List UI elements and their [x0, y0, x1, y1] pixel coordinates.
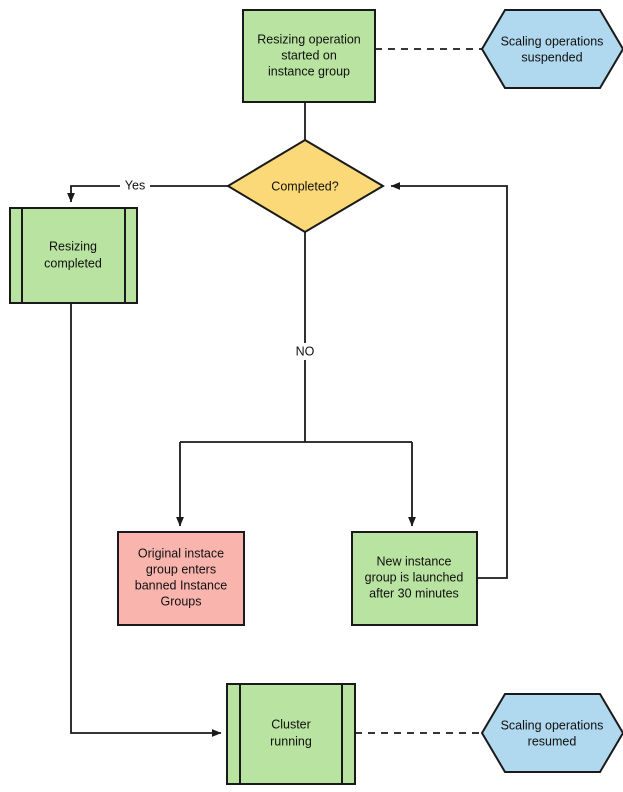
node-original-banned-line1: Original instace: [138, 546, 224, 560]
node-cluster-running-line2: running: [270, 734, 312, 748]
node-original-banned-line4: Groups: [161, 594, 202, 608]
edge-label-no: NO: [291, 343, 319, 360]
node-resizing-started-line1: Resizing operation: [257, 32, 361, 46]
node-scaling-resumed-shape[interactable]: [480, 693, 623, 773]
node-resizing-completed-line2: completed: [44, 256, 102, 270]
node-cluster-running-line1: Cluster: [271, 717, 311, 731]
node-scaling-suspended-line2: suspended: [521, 50, 582, 64]
node-cluster-running[interactable]: Cluster running: [226, 683, 356, 785]
edge-label-no-text: NO: [296, 344, 315, 358]
node-scaling-resumed-line2: resumed: [528, 734, 577, 748]
node-resizing-started-line3: instance group: [268, 64, 350, 78]
node-original-banned-line2: group enters: [146, 562, 216, 576]
node-scaling-resumed[interactable]: Scaling operations resumed: [480, 693, 623, 773]
node-resizing-completed[interactable]: Resizing completed: [9, 207, 138, 304]
node-resizing-started[interactable]: Resizing operation started on instance g…: [242, 9, 376, 103]
node-new-instance-group-line3: after 30 minutes: [369, 586, 459, 600]
node-new-instance-group-shape[interactable]: [351, 531, 478, 626]
node-scaling-suspended-shape[interactable]: [480, 9, 623, 89]
node-resizing-started-shape[interactable]: [242, 9, 376, 103]
node-new-instance-group-line2: group is launched: [365, 570, 464, 584]
edge-decision-yes-to-resizing-completed: [67, 185, 228, 203]
edge-label-yes: Yes: [120, 177, 150, 194]
node-original-banned[interactable]: Original instace group enters banned Ins…: [117, 531, 245, 626]
node-completed-decision-label: Completed?: [271, 179, 338, 193]
node-cluster-running-shape[interactable]: [226, 683, 356, 785]
node-resizing-started-line2: started on: [281, 48, 337, 62]
node-scaling-suspended-line1: Scaling operations: [501, 34, 604, 48]
node-original-banned-shape[interactable]: [117, 531, 245, 626]
node-original-banned-line3: banned Instance: [135, 578, 227, 592]
edge-label-yes-text: Yes: [125, 178, 145, 192]
node-resizing-completed-line1: Resizing: [49, 239, 97, 253]
node-new-instance-group[interactable]: New instance group is launched after 30 …: [351, 531, 478, 626]
node-completed-decision-shape[interactable]: [226, 138, 385, 234]
edge-new-instance-group-back-to-decision: [390, 182, 508, 579]
node-scaling-resumed-line1: Scaling operations: [501, 718, 604, 732]
node-completed-decision[interactable]: Completed?: [226, 138, 385, 234]
node-scaling-suspended[interactable]: Scaling operations suspended: [480, 9, 623, 89]
edge-resizing-completed-to-cluster-running: [70, 303, 222, 737]
node-resizing-completed-shape[interactable]: [9, 207, 138, 304]
node-new-instance-group-line1: New instance: [376, 554, 451, 568]
